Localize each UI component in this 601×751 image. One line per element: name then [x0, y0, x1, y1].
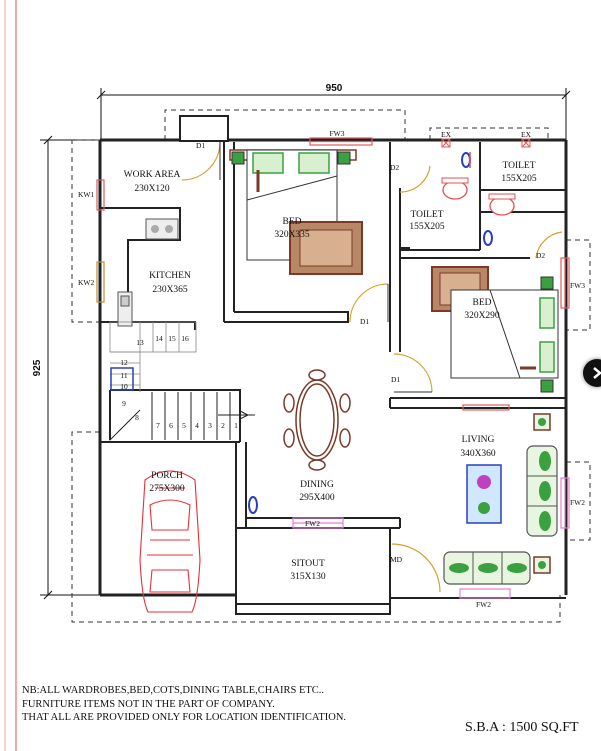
window-kw2: [96, 261, 105, 303]
stair-step-number: 16: [181, 334, 189, 343]
stair-step-number: 6: [169, 421, 173, 430]
projection-outline: [71, 109, 591, 623]
window-fw2-bottom: [459, 588, 511, 599]
toilet1-name: TOILET: [502, 161, 535, 171]
fw2-bottom-label: FW2: [476, 600, 491, 609]
stair-step-number: 1: [234, 421, 238, 430]
furniture-note: NB:ALL WARDROBES,BED,COTS,DINING TABLE,C…: [22, 684, 442, 725]
note-line-2: FURNITURE ITEMS NOT IN THE PART OF COMPA…: [22, 698, 275, 710]
exhaust-fans: [441, 138, 531, 148]
bed1-size: 320X335: [274, 230, 310, 240]
stair-step-number: 2: [221, 421, 225, 430]
kw1-label: KW1: [78, 190, 94, 199]
depth-dimension: [40, 135, 100, 600]
living-furniture: [443, 413, 558, 585]
ex1-label: EX: [441, 130, 452, 139]
stair-landing-mark: [110, 367, 134, 391]
d1-label-c: D1: [391, 375, 400, 384]
d2-label-a: D2: [390, 163, 399, 172]
fw2-right-label: FW2: [570, 498, 585, 507]
bed1-name: BED: [283, 217, 302, 227]
porch-size: 275X300: [149, 484, 185, 494]
chevron-right-icon: [593, 367, 601, 379]
stair-step-number: 5: [182, 421, 186, 430]
bed2-name: BED: [473, 298, 492, 308]
sitout-name: SITOUT: [291, 559, 325, 569]
note-line-1: NB:ALL WARDROBES,BED,COTS,DINING TABLE,C…: [22, 685, 325, 696]
door-leaves: [219, 142, 432, 393]
d1-label-b: D1: [360, 317, 369, 326]
living-name: LIVING: [462, 435, 495, 445]
window-living-top: [462, 404, 510, 411]
toilet1-size: 155X205: [501, 174, 537, 184]
wash-basin: [248, 496, 258, 514]
kitchen-fixtures: [117, 218, 179, 327]
stair-step-number: 8: [135, 413, 139, 422]
stair-step-number: 11: [120, 371, 127, 380]
dining-name: DINING: [300, 480, 334, 490]
stair-treads: [151, 392, 255, 440]
stair-step-number: 4: [195, 421, 199, 430]
stair-step-number: 13: [136, 338, 144, 347]
porch-name: PORCH: [151, 471, 183, 481]
kitchen-size: 230X365: [152, 285, 188, 295]
d1-label-a: D1: [196, 141, 205, 150]
window-fw2-sitout: [292, 517, 344, 529]
work-area-size: 230X120: [134, 184, 170, 194]
fw3-top-label: FW3: [330, 129, 345, 138]
kw2-label: KW2: [78, 278, 94, 287]
window-fw3-right: [560, 257, 570, 309]
kitchen-name: KITCHEN: [149, 271, 191, 281]
stair-step-number: 15: [168, 334, 176, 343]
door-swings: [181, 141, 563, 593]
toilet2-size: 155X205: [409, 222, 445, 232]
width-dimension-label: 950: [326, 83, 343, 94]
next-arrow-button[interactable]: [583, 359, 601, 387]
bed2-size: 320X290: [464, 311, 500, 321]
entry-block: [179, 115, 229, 142]
window-fw3-top: [309, 137, 373, 146]
stair-step-number: 10: [120, 382, 128, 391]
toilet-fixtures: [441, 152, 516, 246]
fw2-sitout-label: FW2: [305, 519, 320, 528]
sitout-size: 315X130: [290, 572, 326, 582]
stair-step-number: 3: [208, 421, 212, 430]
sba-label: S.B.A : 1500 SQ.FT: [465, 720, 579, 735]
stair-step-number: 12: [120, 358, 128, 367]
work-area-name: WORK AREA: [124, 170, 181, 180]
dining-table: [283, 369, 351, 471]
dining-size: 295X400: [299, 493, 335, 503]
bed-furniture-1: [229, 149, 363, 275]
bed-furniture-2: [431, 266, 559, 393]
toilet2-name: TOILET: [410, 210, 443, 220]
stair-step-number: 7: [156, 421, 160, 430]
d2-label-b: D2: [536, 251, 545, 260]
note-line-3: THAT ALL ARE PROVIDED ONLY FOR LOCATION …: [22, 712, 347, 723]
fw3-right-label: FW3: [570, 281, 585, 290]
staircase: [109, 321, 197, 441]
ex2-label: EX: [521, 130, 532, 139]
window-kw1: [96, 179, 105, 211]
stair-step-number: 14: [155, 334, 163, 343]
living-size: 340X360: [460, 449, 496, 459]
width-dimension: [96, 88, 571, 140]
md-label: MD: [390, 555, 403, 564]
stair-step-number: 9: [122, 399, 126, 408]
window-fw2-right: [560, 477, 570, 529]
car-outline: [139, 470, 201, 613]
outer-walls: [98, 138, 568, 597]
depth-dimension-label: 925: [32, 359, 43, 376]
